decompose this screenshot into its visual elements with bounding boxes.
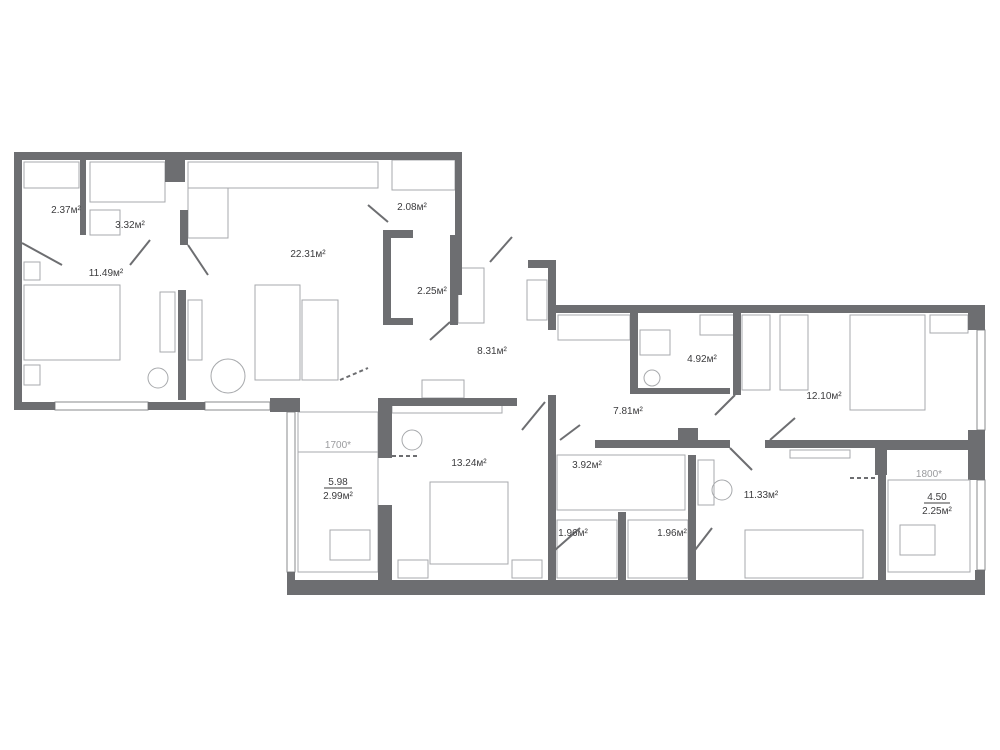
balcony-2-total: 4.50	[927, 492, 947, 503]
area-bedroom-1: 11.49м²	[89, 268, 124, 279]
walls	[14, 152, 985, 595]
windows	[54, 329, 986, 573]
furniture	[23, 159, 971, 579]
room-labels: 2.37м² 3.32м² 11.49м² 22.31м² 2.08м² 2.2…	[51, 202, 842, 539]
area-wc: 2.25м²	[417, 286, 447, 297]
area-wardrobe-2: 3.92м²	[572, 460, 602, 471]
doors	[21, 204, 878, 551]
balcony-2: 1800* 4.50 2.25м²	[888, 469, 970, 517]
balcony-1-total: 5.98	[328, 477, 348, 488]
area-wardrobe-1: 2.37м²	[51, 205, 81, 216]
area-bathroom-1: 3.32м²	[115, 220, 145, 231]
area-kitchen-living: 22.31м²	[290, 249, 326, 260]
balcony-1-width: 1700*	[325, 440, 351, 451]
area-bedroom-3: 13.24м²	[451, 458, 487, 469]
balcony-1-area: 2.99м²	[323, 491, 353, 502]
area-bedroom-4: 11.33м²	[744, 490, 779, 501]
area-wardrobe-3: 1.96м²	[558, 528, 588, 539]
area-bedroom-2: 12.10м²	[806, 391, 842, 402]
balcony-1: 1700* 5.98 2.99м²	[298, 440, 378, 502]
balcony-2-width: 1800*	[916, 469, 942, 480]
area-bathroom-2: 4.92м²	[687, 354, 717, 365]
area-hall-2: 7.81м²	[613, 406, 643, 417]
balcony-2-area: 2.25м²	[922, 506, 952, 517]
area-hall-1: 8.31м²	[477, 346, 507, 357]
area-wardrobe-4: 1.96м²	[657, 528, 687, 539]
area-storage: 2.08м²	[397, 202, 427, 213]
